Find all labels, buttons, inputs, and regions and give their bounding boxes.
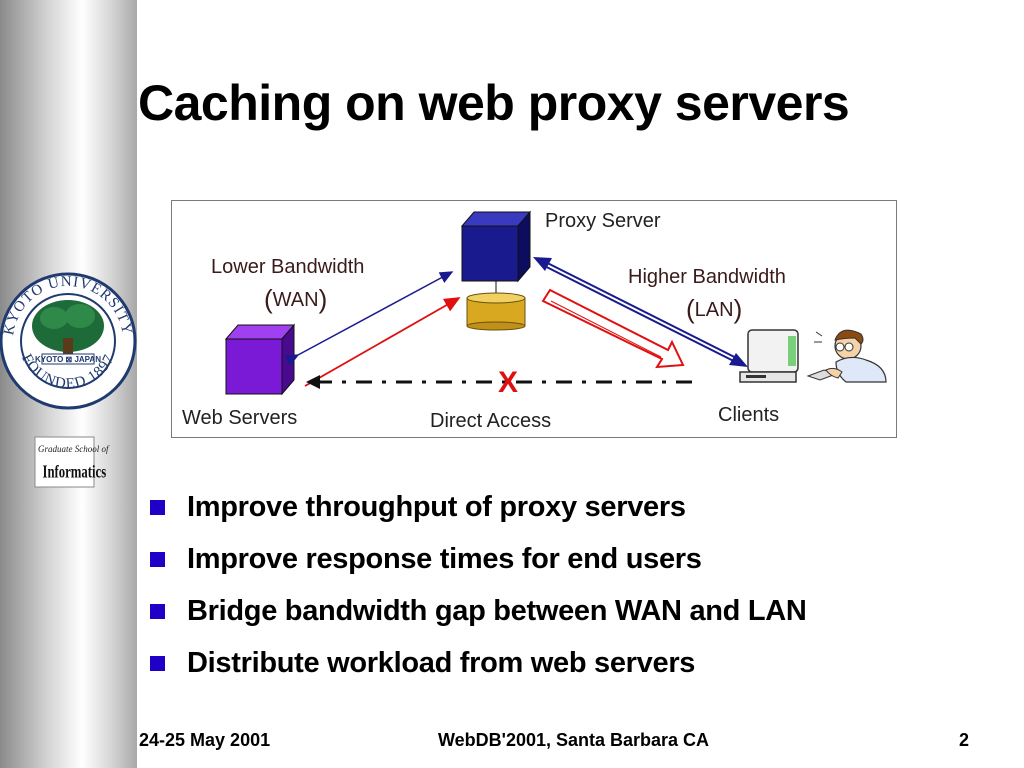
web-server-icon <box>224 323 296 396</box>
wan-text: WAN <box>272 289 319 311</box>
lan-link-arrow <box>533 257 748 367</box>
bullet-text: Improve throughput of proxy servers <box>187 491 686 523</box>
slide-title: Caching on web proxy servers <box>138 75 850 131</box>
higher-bandwidth-label: Higher Bandwidth <box>628 266 786 288</box>
bullet-item: Distribute workload from web servers <box>150 640 807 692</box>
lower-bandwidth-label: Lower Bandwidth <box>211 256 365 278</box>
footer-conference: WebDB'2001, Santa Barbara CA <box>438 730 710 750</box>
direct-access-label: Direct Access <box>430 410 552 432</box>
svg-text:KYOTO ⊠ JAPAN: KYOTO ⊠ JAPAN <box>35 355 101 364</box>
proxy-server-icon <box>460 210 532 283</box>
footer-page-number: 2 <box>959 730 970 750</box>
svg-text:Graduate School of: Graduate School of <box>38 444 110 454</box>
client-user-icon <box>739 329 887 383</box>
bullet-item: Improve response times for end users <box>150 536 807 588</box>
bullet-item: Improve throughput of proxy servers <box>150 484 807 536</box>
square-bullet-icon <box>150 656 165 671</box>
lan-label: (LAN) <box>686 294 743 324</box>
bullet-text: Bridge bandwidth gap between WAN and LAN <box>187 595 807 627</box>
informatics-logo: Graduate School of Informatics <box>34 436 110 488</box>
square-bullet-icon <box>150 552 165 567</box>
cache-storage-icon <box>466 292 526 331</box>
lan-text: LAN <box>694 299 734 321</box>
square-bullet-icon <box>150 500 165 515</box>
footer-date: 24-25 May 2001 <box>139 730 271 750</box>
svg-text:Informatics: Informatics <box>43 463 107 483</box>
clients-label: Clients <box>718 404 780 426</box>
wan-label: (WAN) <box>264 284 328 314</box>
bullet-text: Distribute workload from web servers <box>187 647 696 679</box>
bullet-list: Improve throughput of proxy servers Impr… <box>150 484 807 692</box>
square-bullet-icon <box>150 604 165 619</box>
kyoto-university-seal: KYOTO ⊠ JAPAN KYOTO UNIVERSITY FOUNDED 1… <box>0 272 137 410</box>
proxy-server-label: Proxy Server <box>545 210 661 232</box>
web-servers-label: Web Servers <box>182 407 298 429</box>
blocked-x-mark: X <box>498 366 519 399</box>
wan-link-arrow <box>284 271 454 366</box>
bullet-text: Improve response times for end users <box>187 543 702 575</box>
request-hollow-arrow <box>541 288 685 369</box>
bullet-item: Bridge bandwidth gap between WAN and LAN <box>150 588 807 640</box>
